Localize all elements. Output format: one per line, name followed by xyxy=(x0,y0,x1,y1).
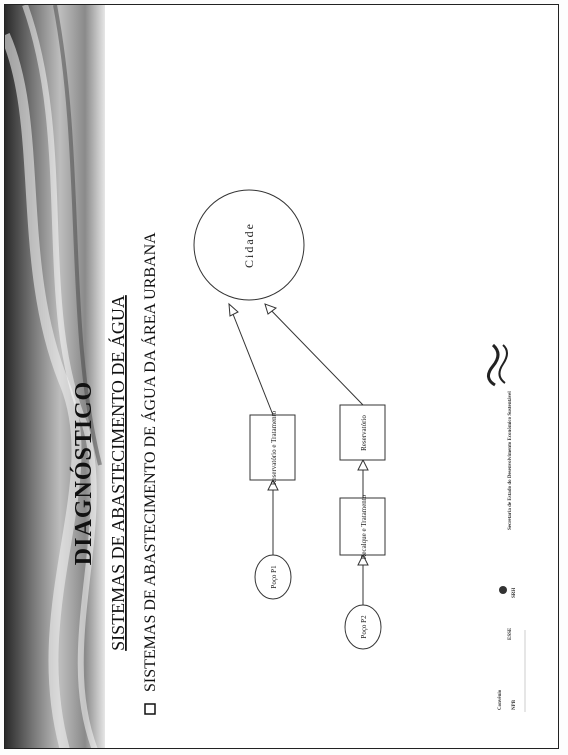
node-poco-p2: Poço P2 xyxy=(344,604,382,650)
srh-logo-icon xyxy=(499,586,507,594)
node-label: Reservatório xyxy=(360,415,368,451)
npb-logo: NPB xyxy=(512,699,517,710)
checkbox-bullet-icon xyxy=(144,703,156,715)
decorative-banner xyxy=(5,5,105,748)
wave-decoration xyxy=(5,5,102,748)
slide-title: DIAGNÓSTICO xyxy=(70,381,97,565)
section-heading: SISTEMAS DE ABASTECIMENTO DE ÁGUA xyxy=(107,295,128,651)
node-poco-p1: Poço P1 xyxy=(254,554,292,600)
node-reservatorio-tratamento: Reservatório e Tratamento xyxy=(249,410,296,485)
node-recalque-tratamento: Recalque e Tratamento xyxy=(339,494,386,559)
bullet-subheading: SISTEMAS DE ABASTECIMENTO DE ÁGUA DA ÁRE… xyxy=(140,232,159,692)
srh-logo: SRH xyxy=(512,588,517,598)
node-reservatorio: Reservatório xyxy=(339,404,386,461)
footer-logos: Convênio NPB ESSE SRH Secretaria de Esta… xyxy=(487,343,526,712)
wave-logo-icon xyxy=(487,343,500,387)
node-label: Poço P1 xyxy=(270,565,278,589)
flow-connectors xyxy=(228,302,369,605)
secretaria-logo: Secretaria de Estado do Desenvolvimento … xyxy=(508,391,513,530)
sign-label: Convênio xyxy=(498,689,503,710)
slide: DIAGNÓSTICO SISTEMAS DE ABASTECIMENTO DE… xyxy=(4,4,559,749)
esse-logo: ESSE xyxy=(508,627,513,640)
node-label: Poço P2 xyxy=(360,615,368,639)
node-label: Recalque e Tratamento xyxy=(360,494,368,559)
node-cidade: Cidade xyxy=(193,189,305,301)
node-label: Cidade xyxy=(242,222,256,268)
slide-content: DIAGNÓSTICO SISTEMAS DE ABASTECIMENTO DE… xyxy=(70,189,526,715)
node-label: Reservatório e Tratamento xyxy=(270,410,278,485)
